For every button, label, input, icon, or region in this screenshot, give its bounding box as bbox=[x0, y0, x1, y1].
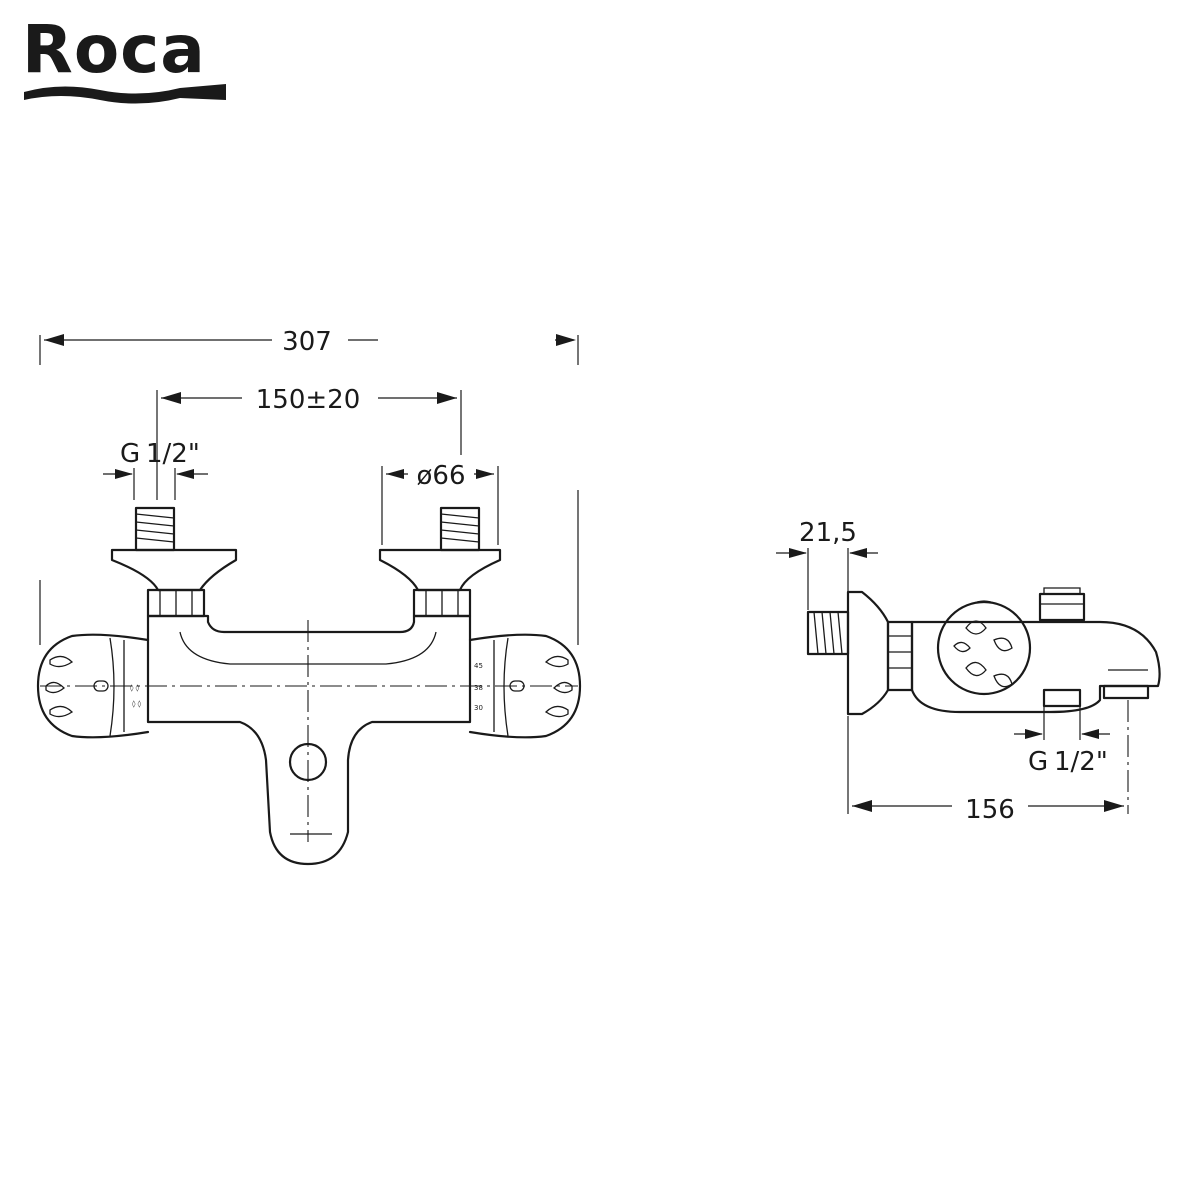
temp-mark-30: 30 bbox=[474, 704, 483, 712]
flow-mark-2: ◊ ◊ bbox=[132, 700, 142, 708]
dimension-overall-depth: 156 bbox=[847, 700, 1129, 825]
temp-mark-38: 38 bbox=[474, 684, 483, 692]
front-view: 307 150±20 G 1/2" bbox=[36, 327, 582, 866]
logo-wave-icon bbox=[24, 84, 226, 104]
dim-label-outlet-g: G bbox=[1028, 747, 1048, 777]
dim-label-g: G bbox=[120, 439, 140, 469]
dimension-inlet-length: 21,5 bbox=[776, 518, 878, 610]
dimension-outlet-thread: G 1/2" bbox=[1014, 706, 1110, 777]
side-body bbox=[806, 587, 1161, 716]
right-handle bbox=[468, 633, 582, 739]
logo-wordmark: Roca bbox=[22, 11, 206, 88]
side-view: 21,5 bbox=[776, 518, 1161, 825]
dim-label-outlet-half-inch: 1/2" bbox=[1054, 747, 1108, 777]
roca-logo: Roca bbox=[22, 11, 226, 104]
dim-label-21-5: 21,5 bbox=[799, 518, 857, 548]
temp-mark-45: 45 bbox=[474, 662, 483, 670]
dim-label-diameter: ø66 bbox=[417, 461, 466, 491]
dimension-inlet-thread: G 1/2" bbox=[103, 439, 208, 500]
mixer-body: 45 38 30 ◊ ◊ ◊ ◊ bbox=[40, 614, 578, 866]
right-inlet bbox=[378, 506, 502, 618]
dim-label-150: 150±20 bbox=[256, 385, 361, 415]
dim-label-half-inch: 1/2" bbox=[146, 439, 200, 469]
dimension-overall-width: 307 bbox=[39, 327, 579, 645]
left-inlet bbox=[110, 506, 238, 618]
dimension-escutcheon-diameter: ø66 bbox=[381, 461, 499, 545]
dim-label-156: 156 bbox=[965, 795, 1015, 825]
flow-mark-1: ◊ ◊ bbox=[130, 684, 140, 692]
dimension-inlet-spacing: 150±20 bbox=[156, 385, 462, 500]
left-handle bbox=[36, 633, 150, 739]
dim-label-307: 307 bbox=[282, 327, 332, 357]
